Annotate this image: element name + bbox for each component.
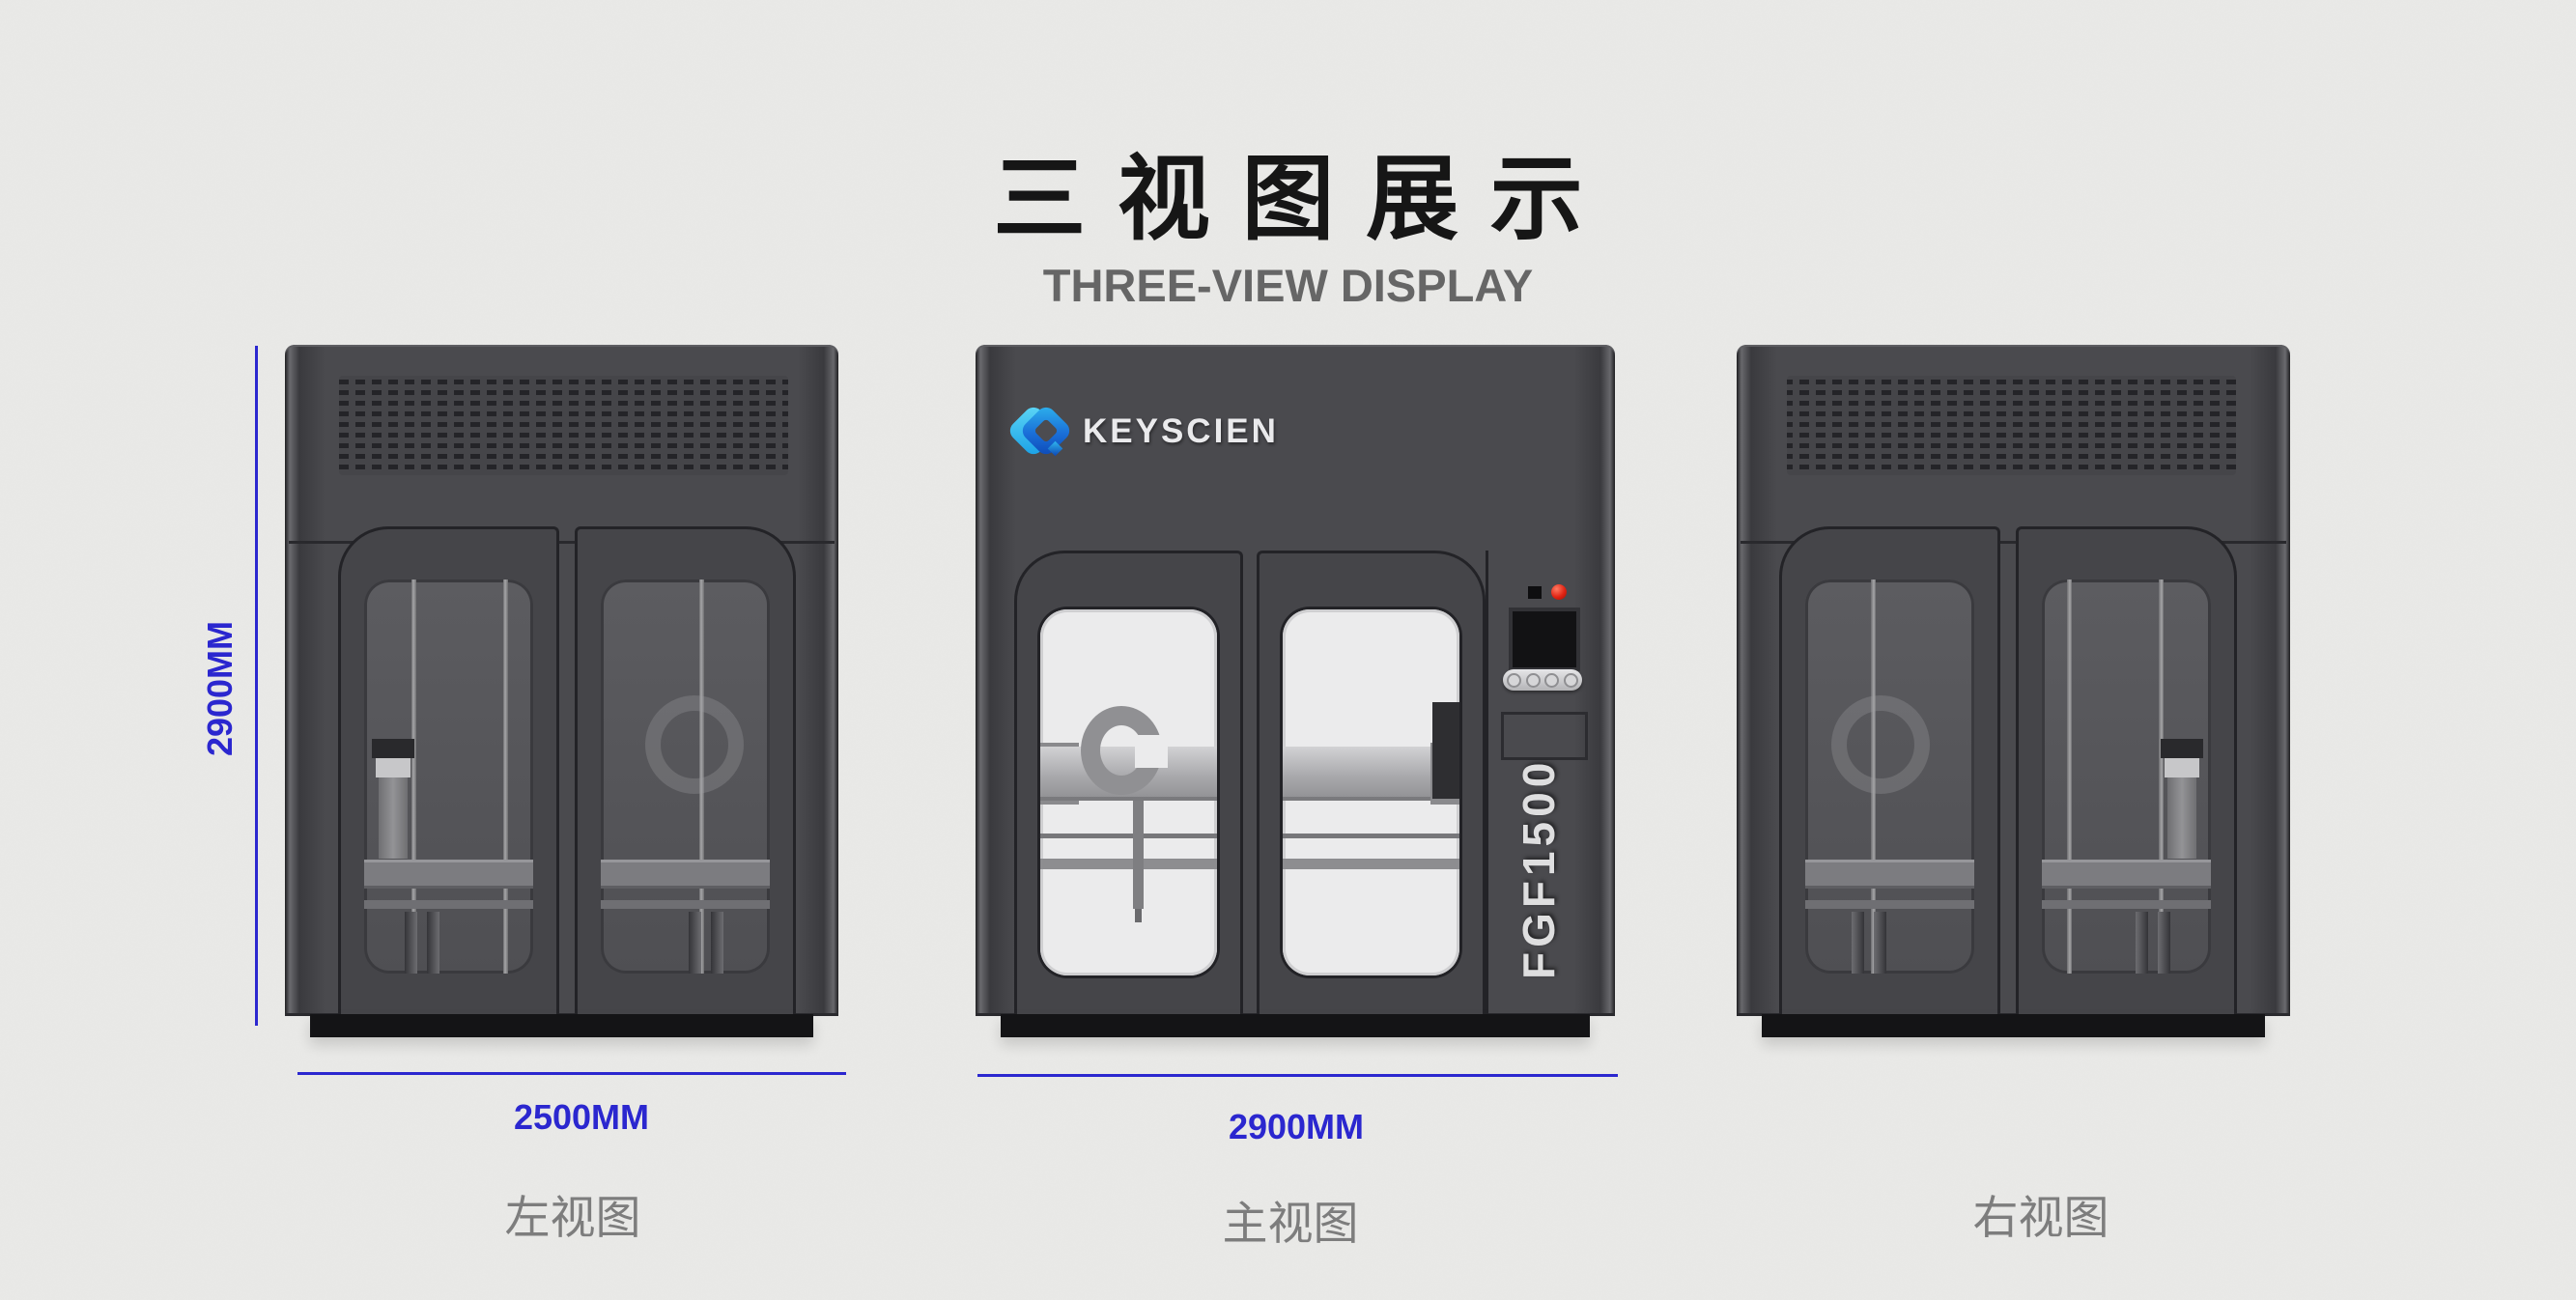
machine-left-view bbox=[285, 345, 838, 1037]
caption-right-view: 右视图 bbox=[1972, 1192, 2109, 1243]
machine-base bbox=[1762, 1014, 2265, 1037]
gantry-beam bbox=[601, 860, 770, 889]
nozzle-column bbox=[1133, 801, 1144, 922]
z-rail bbox=[502, 579, 508, 974]
brand-text: KEYSCIEN bbox=[1083, 412, 1279, 450]
front-width-dimension-line bbox=[977, 1074, 1618, 1077]
door-window bbox=[2042, 579, 2211, 974]
gantry-rail bbox=[601, 900, 770, 909]
vent-grille-icon bbox=[1787, 376, 2236, 475]
keyscien-logo-icon bbox=[1005, 403, 1074, 459]
height-dimension-line bbox=[255, 346, 258, 1026]
feed-roller bbox=[1283, 747, 1459, 801]
z-rail bbox=[411, 579, 416, 974]
gantry-beam bbox=[1805, 860, 1974, 889]
cross-rail bbox=[1040, 859, 1217, 869]
gantry-beam bbox=[364, 860, 533, 889]
cross-rail bbox=[1040, 834, 1217, 838]
gantry-rail bbox=[364, 900, 533, 909]
support-legs bbox=[689, 912, 723, 974]
support-legs bbox=[1852, 912, 1886, 974]
door-left bbox=[1014, 551, 1243, 1016]
control-screen bbox=[1509, 608, 1580, 671]
machine-right-view bbox=[1737, 345, 2290, 1037]
status-square-icon bbox=[1528, 585, 1542, 599]
door-right bbox=[1779, 526, 2000, 1016]
keypad-buttons bbox=[1503, 669, 1582, 691]
extruder-hook bbox=[1081, 706, 1168, 795]
access-slot bbox=[1501, 712, 1588, 760]
door-right bbox=[1257, 551, 1486, 1016]
page-title: 三视图展示 bbox=[993, 148, 1615, 251]
caption-front-view: 主视图 bbox=[1222, 1198, 1359, 1249]
z-rail bbox=[2067, 579, 2073, 974]
door-left bbox=[2016, 526, 2237, 1016]
gantry-rail bbox=[1805, 900, 1974, 909]
support-legs bbox=[405, 912, 439, 974]
left-width-dimension-line bbox=[297, 1072, 846, 1075]
machine-base bbox=[1001, 1014, 1590, 1037]
brand-logo: KEYSCIEN bbox=[1005, 403, 1279, 459]
panel-divider bbox=[1486, 551, 1488, 1016]
spool-icon bbox=[1831, 695, 1931, 794]
model-text: FGF1500 bbox=[1514, 757, 1564, 979]
spool-icon bbox=[644, 695, 744, 794]
left-width-dimension-label: 2500MM bbox=[513, 1097, 650, 1137]
height-dimension-label: 2900MM bbox=[200, 620, 240, 757]
extruder-assembly bbox=[372, 739, 414, 862]
door-window bbox=[364, 579, 533, 974]
z-guide-block bbox=[1432, 702, 1459, 799]
machine-front-view: KEYSCIEN bbox=[976, 345, 1615, 1037]
support-legs bbox=[2136, 912, 2170, 974]
power-led-icon bbox=[1551, 584, 1567, 600]
gantry-beam bbox=[2042, 860, 2211, 889]
cross-rail bbox=[1283, 859, 1459, 869]
front-width-dimension-label: 2900MM bbox=[1228, 1107, 1365, 1146]
extruder-assembly bbox=[2161, 739, 2203, 862]
top-cabinet-panel bbox=[1741, 345, 2286, 544]
vent-grille-icon bbox=[339, 376, 788, 475]
page-subtitle: THREE-VIEW DISPLAY bbox=[1042, 260, 1534, 311]
caption-left-view: 左视图 bbox=[504, 1192, 641, 1243]
door-window bbox=[1040, 609, 1217, 975]
door-right bbox=[575, 526, 796, 1016]
machine-base bbox=[310, 1014, 813, 1037]
top-cabinet-panel bbox=[289, 345, 835, 544]
indicator-row bbox=[1528, 584, 1567, 600]
door-window bbox=[1283, 609, 1459, 975]
door-window bbox=[1805, 579, 1974, 974]
gantry-rail bbox=[2042, 900, 2211, 909]
cross-rail bbox=[1283, 834, 1459, 838]
door-left bbox=[338, 526, 559, 1016]
door-window bbox=[601, 579, 770, 974]
